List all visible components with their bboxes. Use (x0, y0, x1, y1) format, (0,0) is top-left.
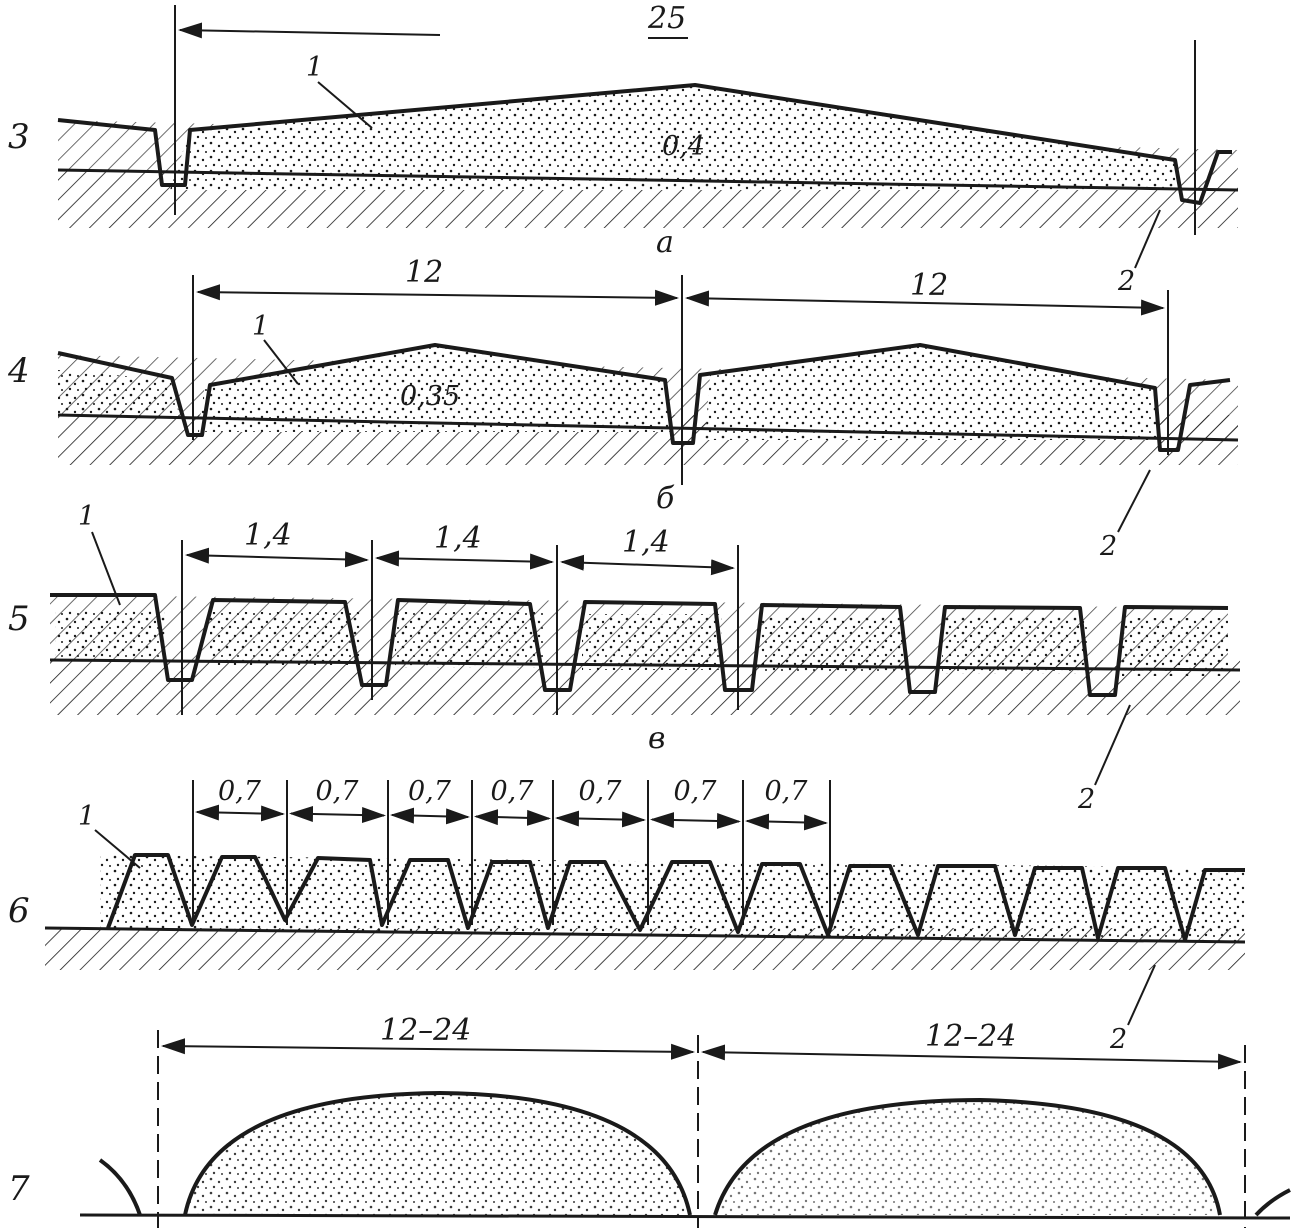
bed-block-5 (760, 616, 905, 672)
dim-arrow-3 (390, 807, 470, 825)
dim-label-25: 25 (647, 1, 686, 36)
bed-block-4 (582, 614, 722, 670)
mound-edge-left (98, 1158, 142, 1216)
sub-label: в (648, 721, 665, 756)
dim-arrow-1 (196, 284, 679, 306)
leader-1 (94, 829, 141, 869)
trench-label: 2 (1099, 531, 1117, 562)
dim-group: 0,7 0,7 0,7 0,7 0,7 0,7 0,7 (192, 776, 831, 925)
row-label-5: 5 (8, 599, 30, 639)
panel-d: 6 0,7 0,7 0,7 0,7 0,7 0,7 0,7 1 2 (8, 776, 1246, 1055)
panel-e: 7 12–24 12–24 (8, 1013, 1291, 1228)
dim-arrow-5 (555, 810, 646, 828)
thickness-label: 0,4 (662, 131, 705, 162)
dim-label-1: 1,4 (244, 518, 292, 553)
sub-label: б (656, 481, 675, 516)
leader-2 (1094, 704, 1131, 786)
dim-label-3: 0,7 (408, 776, 452, 807)
panel-b: 4 12 12 1 0,35 б 2 (7, 255, 1239, 562)
bed-block-7 (1122, 618, 1228, 676)
dim-arrow-1 (195, 804, 285, 822)
dim-arrow (178, 22, 441, 39)
bed-fill-left (58, 370, 180, 415)
ground-line (79, 1213, 1291, 1220)
ground-line (57, 168, 1239, 192)
ground-line (44, 926, 1246, 944)
dim-arrow-2 (375, 550, 554, 570)
bed-outline (50, 593, 1229, 697)
leader-1 (91, 531, 121, 606)
bed-outline (106, 853, 1245, 942)
bed-fill-2 (715, 1100, 1220, 1215)
dim-label-1: 12–24 (380, 1013, 471, 1048)
layer-label: 1 (78, 501, 95, 532)
sub-label: a (656, 225, 674, 260)
dim-label-12b: 12 (910, 268, 948, 303)
panel-c: 5 1,4 1,4 1,4 1 в 2 (8, 501, 1241, 815)
dim-label-2: 0,7 (316, 776, 360, 807)
row-label-4: 4 (7, 351, 30, 391)
panel-a: 3 25 1 0,4 a 2 (8, 1, 1239, 297)
leader-2 (1117, 469, 1151, 533)
dim-arrow-2 (701, 1044, 1242, 1070)
mound-outline-1 (183, 1091, 692, 1216)
dim-label-6: 0,7 (674, 776, 718, 807)
dim-label-2: 1,4 (434, 521, 482, 556)
layer-label: 1 (78, 801, 95, 832)
bed-block-2 (210, 612, 360, 665)
thickness-label: 0,35 (400, 381, 460, 412)
trench-label: 2 (1117, 266, 1135, 297)
trench-label: 2 (1109, 1024, 1127, 1055)
bed-fill (100, 855, 1245, 942)
bed-fill-1 (185, 1093, 690, 1215)
bed-fill-2 (705, 345, 1160, 440)
dim-label-5: 0,7 (579, 776, 623, 807)
mound-outline-2 (713, 1098, 1222, 1216)
trench-label: 2 (1077, 784, 1095, 815)
row-label-7: 7 (8, 1169, 30, 1209)
leader-1 (317, 81, 373, 129)
ground-line (49, 658, 1241, 672)
bed-fill (170, 85, 1182, 190)
bed-outline (57, 83, 1232, 205)
dim-label-7: 0,7 (765, 776, 809, 807)
dim-arrow-4 (474, 809, 551, 826)
dim-arrow-1 (161, 1038, 695, 1060)
dim-arrow-7 (745, 813, 828, 831)
bed-block-6 (942, 617, 1088, 674)
bed-block-3 (395, 612, 545, 668)
row-label-3: 3 (8, 117, 30, 157)
leader-2 (1127, 964, 1156, 1026)
layer-label: 1 (306, 52, 323, 83)
dim-label-3: 1,4 (622, 525, 670, 560)
layer-label: 1 (252, 311, 269, 342)
mound-edge-right (1254, 1188, 1291, 1217)
dim-arrow-1 (185, 547, 369, 568)
bed-blocks (55, 610, 1228, 676)
dim-label-4: 0,7 (491, 776, 535, 807)
dim-arrow-6 (650, 812, 741, 829)
row-label-6: 6 (8, 891, 30, 931)
bed-block-1 (55, 610, 165, 660)
leader-1 (263, 339, 299, 385)
dim-arrow-2 (685, 290, 1165, 316)
dim-arrow-2 (289, 805, 386, 824)
dim-label-1: 0,7 (218, 776, 262, 807)
ground-line (57, 413, 1239, 442)
dim-label-2: 12–24 (925, 1019, 1016, 1054)
leader-2 (1134, 209, 1161, 269)
dim-label-12a: 12 (405, 255, 443, 290)
dim-arrow-3 (560, 554, 735, 576)
